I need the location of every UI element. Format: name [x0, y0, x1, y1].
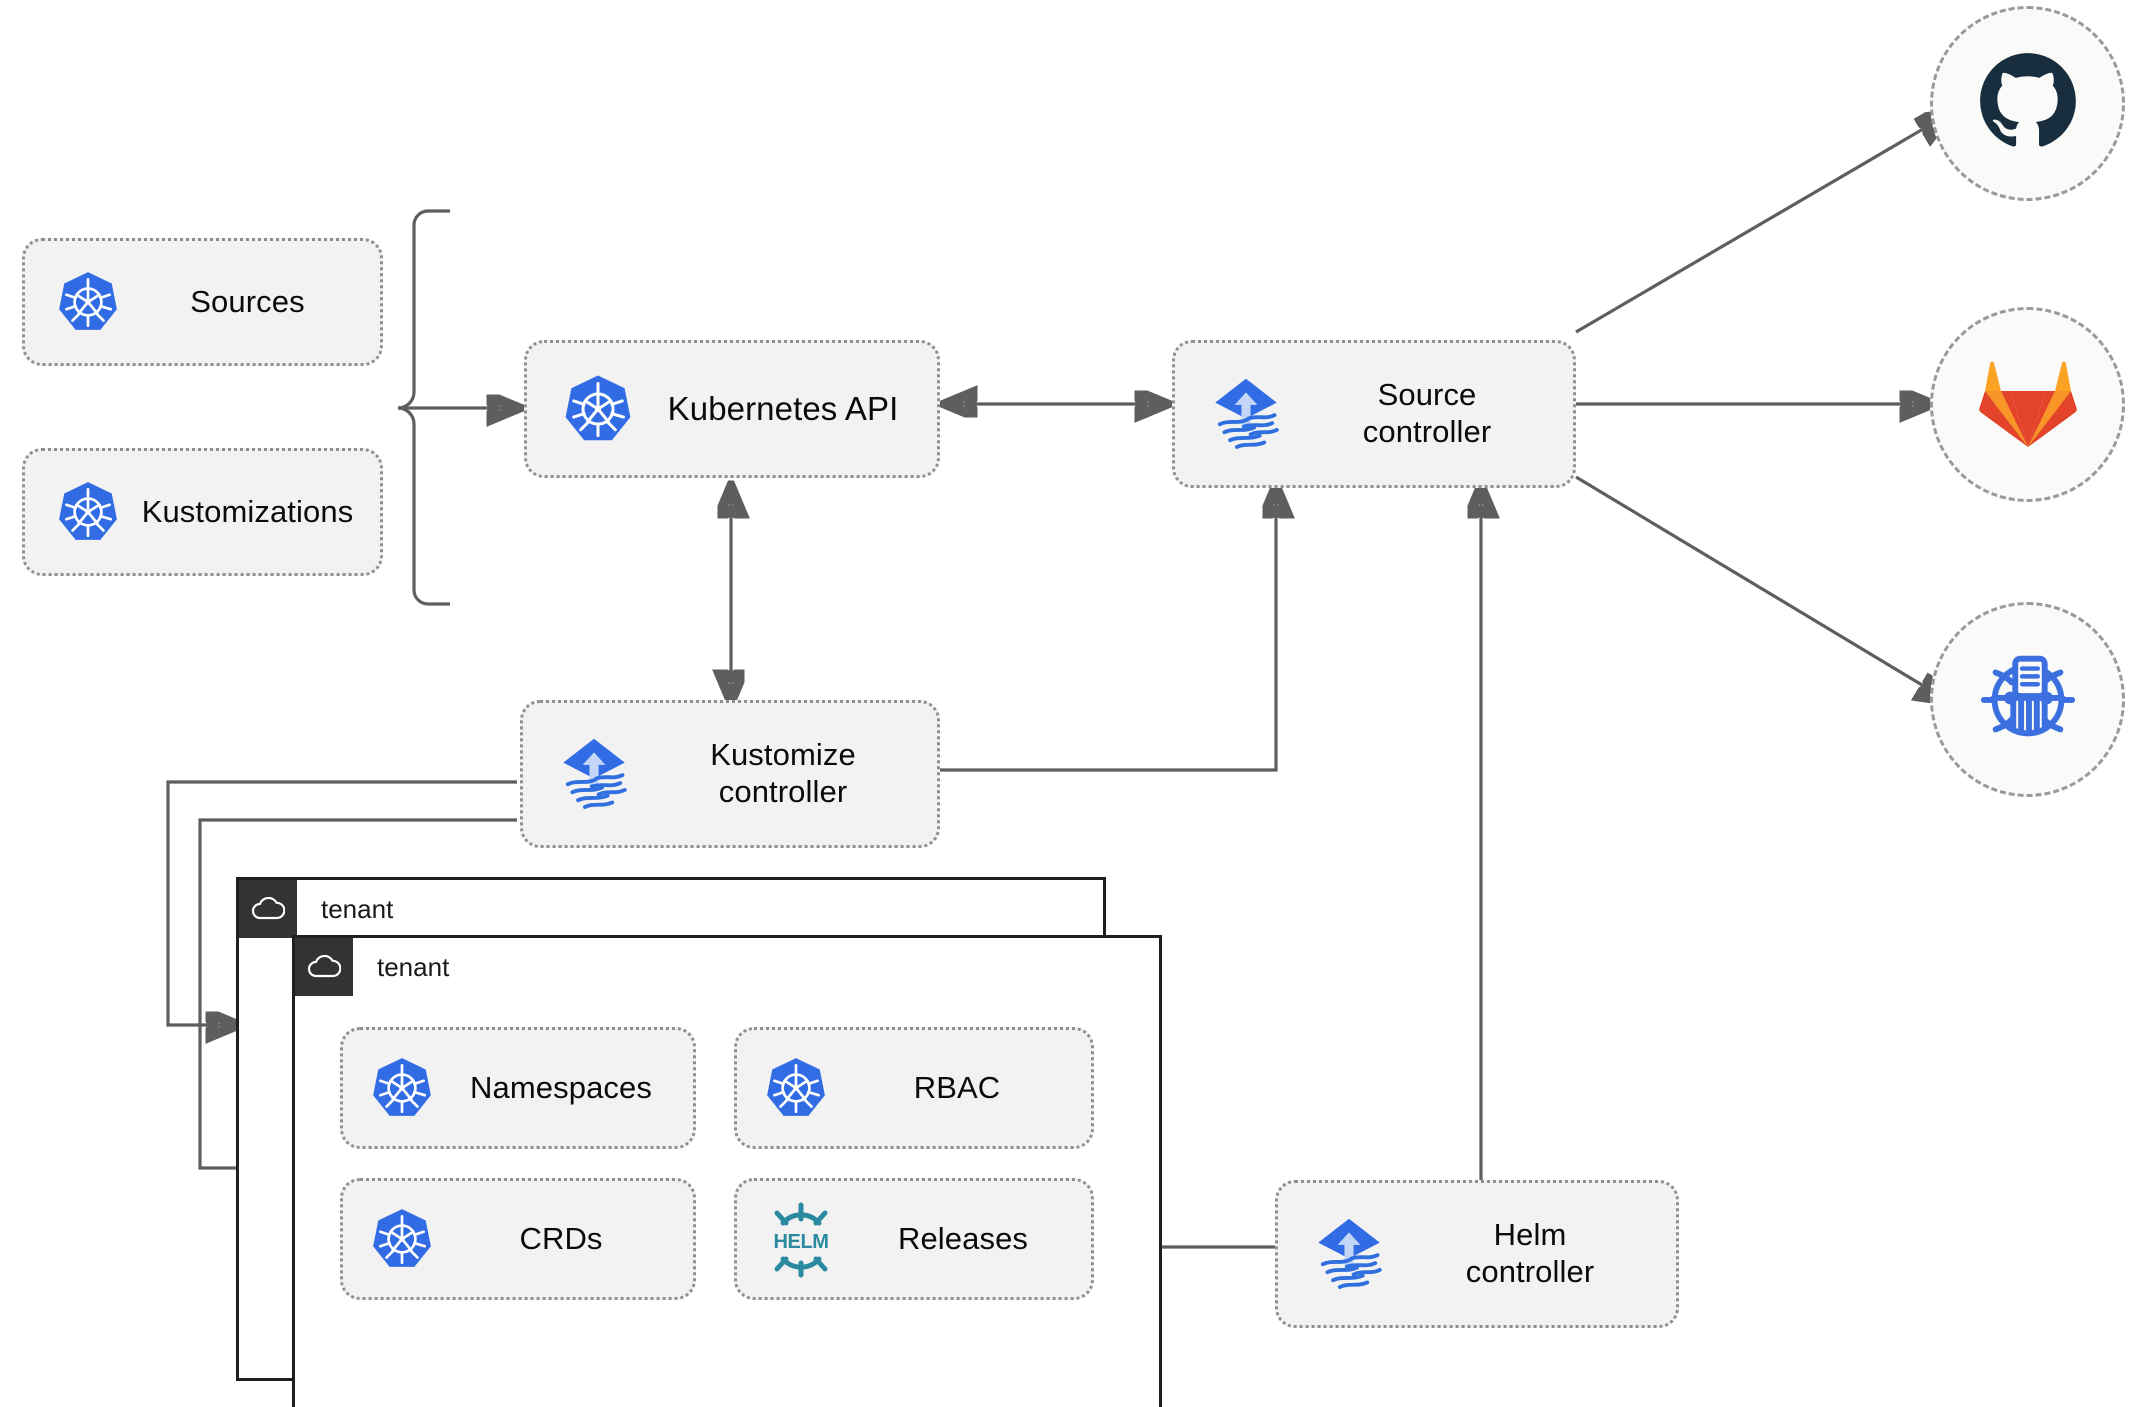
- flux-icon: [553, 733, 635, 815]
- node-kubernetes-api[interactable]: Kubernetes API: [524, 340, 940, 478]
- node-label: Kustomizations: [141, 493, 354, 529]
- node-sources[interactable]: Sources: [22, 238, 383, 366]
- endpoint-github[interactable]: [1930, 6, 2125, 201]
- kubernetes-icon: [369, 1206, 435, 1272]
- node-label: Namespaces: [470, 1069, 652, 1105]
- endpoint-gitlab[interactable]: [1930, 307, 2125, 502]
- tenant-panel-front[interactable]: tenant: [292, 935, 1162, 1407]
- gitlab-icon: [1978, 355, 2078, 454]
- tenant-label-front: tenant: [377, 951, 450, 982]
- tenant-tab-back: tenant: [239, 880, 394, 938]
- edge-kustomize-to-tenant-back: [166, 780, 517, 1025]
- node-kustomize-controller[interactable]: Kustomize controller: [520, 700, 940, 848]
- node-label: Kustomize controller: [710, 737, 856, 809]
- kubernetes-icon: [369, 1055, 435, 1121]
- helm-icon: HELM: [761, 1199, 841, 1279]
- cloud-icon: [295, 938, 353, 996]
- svg-text:HELM: HELM: [773, 1231, 828, 1253]
- node-label: Releases: [897, 1220, 1029, 1256]
- tenant-label-back: tenant: [321, 893, 394, 924]
- edge-kustomize-to-source: [940, 488, 1276, 772]
- node-label: RBAC: [913, 1069, 1001, 1105]
- node-label: Helm controller: [1465, 1217, 1595, 1289]
- flux-icon: [1308, 1213, 1390, 1295]
- node-rbac[interactable]: RBAC: [734, 1027, 1094, 1149]
- kubernetes-icon: [55, 479, 121, 545]
- tenant-tab-front: tenant: [295, 938, 450, 996]
- node-kustomizations[interactable]: Kustomizations: [22, 448, 383, 576]
- kubernetes-icon: [763, 1055, 829, 1121]
- edge-source-to-helmrepo: [1575, 475, 1947, 700]
- node-source-controller[interactable]: Source controller: [1172, 340, 1576, 488]
- node-crds[interactable]: CRDs: [340, 1178, 696, 1300]
- edge-source-to-github: [1575, 115, 1947, 334]
- cloud-icon: [239, 880, 297, 938]
- kubernetes-icon: [55, 269, 121, 335]
- node-label: Kubernetes API: [667, 389, 899, 427]
- node-label: Sources: [190, 283, 305, 319]
- flux-icon: [1205, 373, 1287, 455]
- endpoint-helm-repository[interactable]: [1930, 602, 2125, 797]
- node-helm-controller[interactable]: Helm controller: [1275, 1180, 1679, 1328]
- github-icon: [1976, 49, 2080, 158]
- kubernetes-icon: [561, 372, 635, 446]
- node-label: Source controller: [1362, 377, 1492, 449]
- node-namespaces[interactable]: Namespaces: [340, 1027, 696, 1149]
- node-releases[interactable]: HELM Releases: [734, 1178, 1094, 1300]
- helm-repository-icon: [1974, 643, 2082, 756]
- node-label: CRDs: [519, 1220, 603, 1256]
